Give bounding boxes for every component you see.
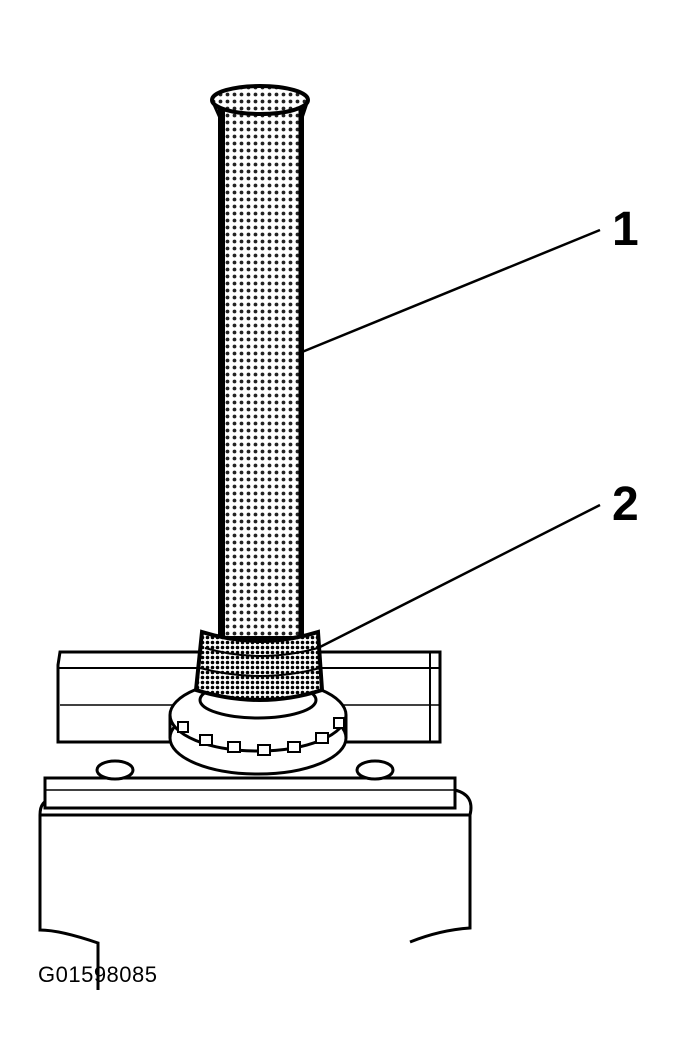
figure-code: G01598085 bbox=[38, 962, 158, 987]
leader-line-2 bbox=[317, 503, 601, 650]
callout-2: 2 bbox=[612, 478, 639, 531]
leader-line-1 bbox=[301, 228, 601, 354]
mounting-plate bbox=[43, 759, 457, 810]
seat-ring bbox=[168, 677, 348, 776]
filter-seal bbox=[193, 629, 325, 702]
callout-1: 1 bbox=[612, 203, 639, 256]
filter-screen bbox=[210, 84, 310, 640]
base-housing bbox=[38, 788, 473, 990]
